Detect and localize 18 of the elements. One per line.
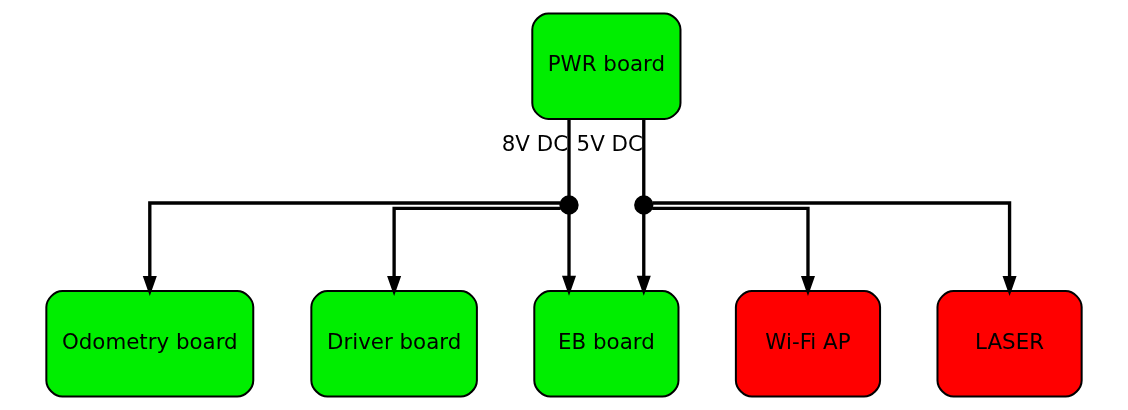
node-box: Wi-Fi AP: [734, 290, 882, 398]
arrow: [652, 201, 1017, 297]
edge-label: 8V DC: [501, 130, 569, 156]
connector: [567, 119, 571, 197]
edge-label: 5V DC: [576, 130, 643, 156]
arrow: [142, 201, 561, 297]
node-circle: [559, 195, 579, 215]
node-box: Odometry board: [45, 290, 255, 398]
arrow: [652, 206, 815, 297]
connector: [642, 119, 646, 197]
arrow: [636, 213, 651, 296]
node-box: PWR board: [531, 12, 682, 120]
node-box: EB board: [533, 290, 680, 398]
node-circle: [634, 195, 654, 215]
node-box: LASER: [936, 290, 1083, 398]
node-box: Driver board: [310, 290, 478, 398]
arrow: [561, 213, 577, 296]
arrow: [387, 206, 561, 297]
